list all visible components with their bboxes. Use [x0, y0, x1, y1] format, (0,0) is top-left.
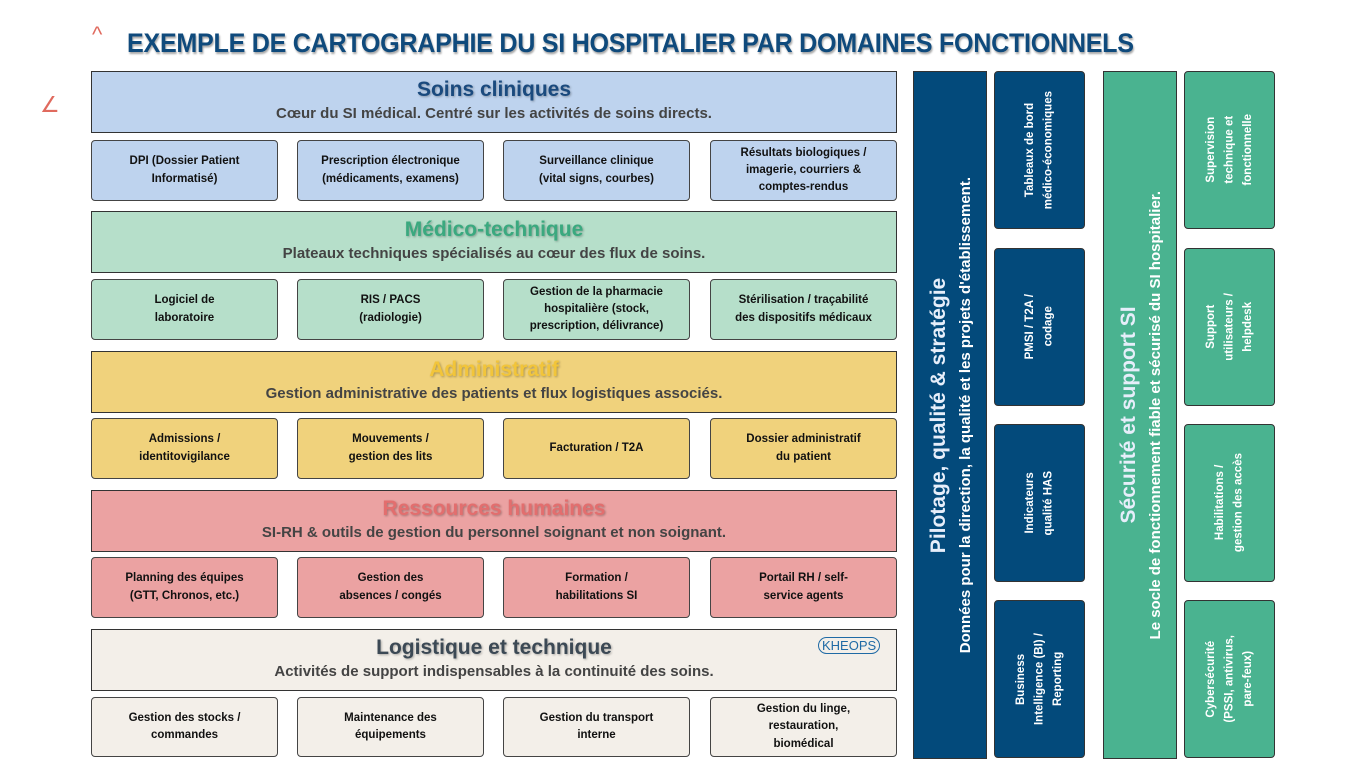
card-label: Support utilisateurs / helpdesk [1204, 293, 1254, 361]
domain-card: Facturation / T2A [503, 418, 690, 479]
card-label: Tableaux de bord médico-économiques [1024, 90, 1055, 210]
card-label: Supervision technique et fonctionnelle [1204, 114, 1254, 186]
caret-decoration-icon: ^ [92, 22, 103, 47]
securite-card: Supervision technique et fonctionnelle [1184, 71, 1275, 229]
card-label: Indicateurs qualité HAS [1024, 470, 1055, 536]
domain-card: Résultats biologiques / imagerie, courri… [710, 140, 897, 201]
domain-subtitle: SI-RH & outils de gestion du personnel s… [261, 524, 727, 541]
domain-title: Ressources humaines [382, 497, 606, 520]
domain-card: Gestion du transport interne [503, 697, 690, 757]
domain-subtitle: Gestion administrative des patients et f… [265, 385, 723, 402]
domain-card: Dossier administratif du patient [710, 418, 897, 479]
pilotage-card: PMSI / T2A / codage [994, 248, 1085, 406]
card-label: Cybersécurité (PSSI, antivirus, pare-feu… [1204, 635, 1254, 723]
pilotage-title: Pilotage, qualité & stratégie [926, 277, 950, 553]
securite-card: Cybersécurité (PSSI, antivirus, pare-feu… [1184, 600, 1275, 758]
securite-subtitle: Le socle de fonctionnement fiable et séc… [1146, 190, 1164, 640]
domain-card: Gestion de la pharmacie hospitalière (st… [503, 279, 690, 340]
pilotage-subtitle: Données pour la direction, la qualité et… [956, 176, 974, 654]
domain-subtitle: Cœur du SI médical. Centré sur les activ… [276, 105, 712, 122]
pilotage-card: Indicateurs qualité HAS [994, 424, 1085, 582]
page-title: EXEMPLE DE CARTOGRAPHIE DU SI HOSPITALIE… [127, 28, 1134, 58]
domain-card: Planning des équipes (GTT, Chronos, etc.… [91, 557, 278, 618]
domain-title: Logistique et technique [376, 636, 612, 659]
securite-card: Habilitations / gestion des accès [1184, 424, 1275, 582]
domain-title: Administratif [429, 358, 559, 381]
domain-card: Gestion des stocks / commandes [91, 697, 278, 757]
pilotage-card: Tableaux de bord médico-économiques [994, 71, 1085, 229]
domain-title: Médico-technique [404, 218, 584, 241]
domain-card: Maintenance des équipements [297, 697, 484, 757]
domain-card: Gestion du linge, restauration, biomédic… [710, 697, 897, 757]
kheops-logo: KHEOPS [818, 637, 881, 654]
domain-card: Gestion des absences / congés [297, 557, 484, 618]
domain-title: Soins cliniques [416, 78, 572, 101]
domain-card: Surveillance clinique (vital signs, cour… [503, 140, 690, 201]
domain-card: RIS / PACS (radiologie) [297, 279, 484, 340]
card-label: PMSI / T2A / codage [1024, 294, 1055, 360]
pilotage-card: Business Intelligence (BI) / Reporting [994, 600, 1085, 758]
securite-title: Sécurité et support SI [1116, 306, 1140, 524]
domain-card: Portail RH / self- service agents [710, 557, 897, 618]
domain-card: Stérilisation / traçabilité des disposit… [710, 279, 897, 340]
card-label: Business Intelligence (BI) / Reporting [1014, 632, 1064, 725]
card-label: Habilitations / gestion des accès [1214, 453, 1245, 553]
domain-card: Mouvements / gestion des lits [297, 418, 484, 479]
domain-card: Admissions / identitovigilance [91, 418, 278, 479]
domain-card: DPI (Dossier Patient Informatisé) [91, 140, 278, 201]
securite-column: Sécurité et support SI Le socle de foncti… [1103, 71, 1177, 759]
domain-card: Logiciel de laboratoire [91, 279, 278, 340]
angle-decoration-icon: ∠ [40, 92, 60, 117]
domain-card: Formation / habilitations SI [503, 557, 690, 618]
pilotage-column: Pilotage, qualité & stratégie Données pou… [913, 71, 987, 759]
securite-card: Support utilisateurs / helpdesk [1184, 248, 1275, 406]
domain-card: Prescription électronique (médicaments, … [297, 140, 484, 201]
domain-subtitle: Activités de support indispensables à la… [274, 663, 714, 680]
domain-subtitle: Plateaux techniques spécialisés au cœur … [282, 245, 706, 262]
